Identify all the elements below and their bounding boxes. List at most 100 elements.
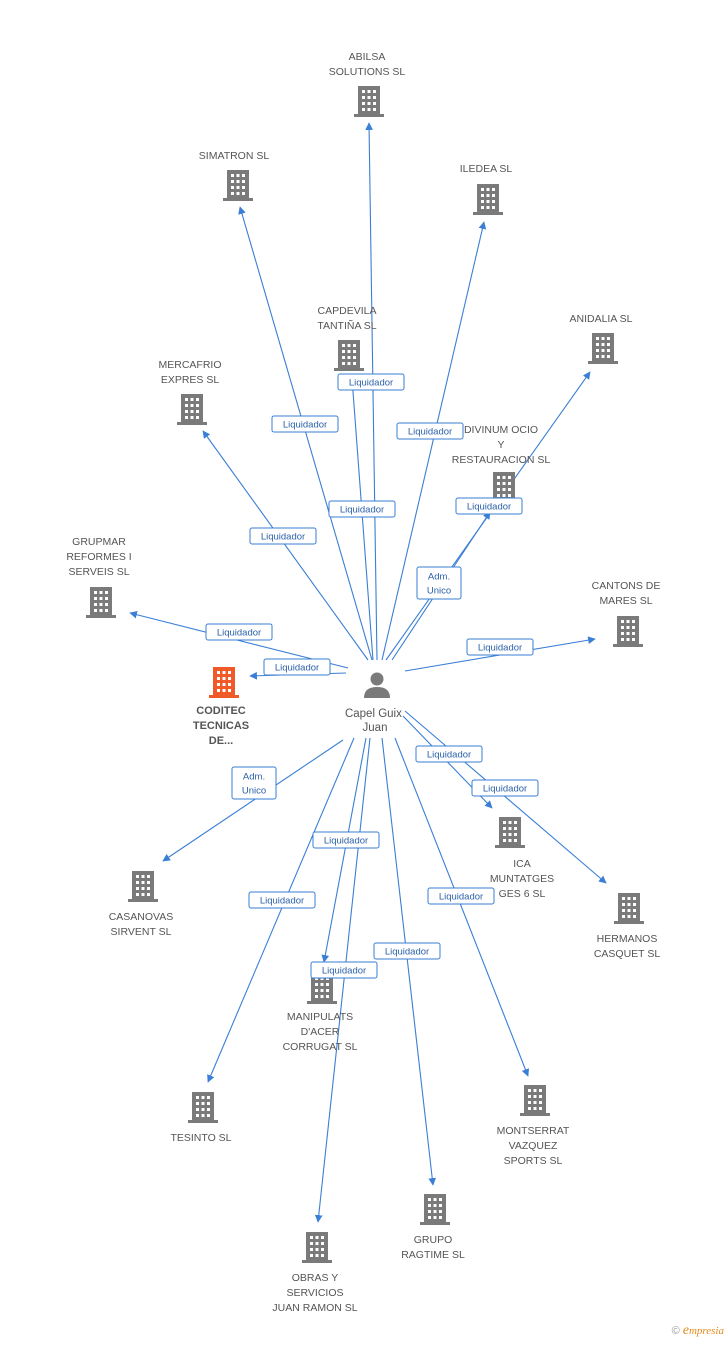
relation-badge-ica[interactable]: Liquidador <box>415 745 483 763</box>
relation-badge-hermanos[interactable]: Liquidador <box>471 779 539 797</box>
relation-label: Liquidador <box>483 784 527 795</box>
edge-mercafrio <box>202 430 369 661</box>
relation-label: Adm.Unico <box>427 572 451 597</box>
relation-badge-casanovas[interactable]: Adm.Unico <box>231 766 277 800</box>
building-icon <box>420 1194 450 1225</box>
footer-brand: © empresia <box>672 1323 724 1339</box>
relation-badge-ragtime[interactable]: Liquidador <box>373 942 441 960</box>
edge-capdevila <box>348 377 374 661</box>
relation-label: Liquidador <box>439 892 483 903</box>
building-icon <box>223 170 253 201</box>
relation-label: Liquidador <box>261 532 305 543</box>
relation-badge-capdevila[interactable]: Liquidador <box>328 500 396 518</box>
building-icon <box>588 333 618 364</box>
relation-badge-abilsa[interactable]: Liquidador <box>337 373 405 391</box>
relation-badge-coditec[interactable]: Liquidador <box>263 658 331 676</box>
building-icon <box>209 667 239 698</box>
person-icon <box>364 672 390 698</box>
relation-badge-iledea[interactable]: Liquidador <box>396 422 464 440</box>
relation-label: Liquidador <box>467 502 511 513</box>
relation-label: Liquidador <box>478 643 522 654</box>
relation-badge-mercafrio[interactable]: Liquidador <box>249 527 317 545</box>
edge-abilsa <box>365 122 378 661</box>
company-name: ILEDEA SL <box>460 163 513 175</box>
building-icon <box>86 587 116 618</box>
edge-iledea <box>381 221 487 661</box>
relation-label: Liquidador <box>275 663 319 674</box>
building-icon <box>128 871 158 902</box>
company-name: TESINTO SL <box>170 1132 231 1144</box>
relation-badge-anidalia[interactable]: Liquidador <box>455 497 523 515</box>
building-icon <box>188 1092 218 1123</box>
person-node[interactable]: Capel Guix Juan <box>345 672 405 735</box>
relation-badge-montserrat[interactable]: Liquidador <box>427 887 495 905</box>
company-node-anidalia[interactable]: ANIDALIA SL <box>569 313 633 364</box>
building-icon <box>354 86 384 117</box>
relation-label: Liquidador <box>260 896 304 907</box>
relation-label: Liquidador <box>349 378 393 389</box>
relation-label: Liquidador <box>385 947 429 958</box>
empresia-logo: empresia <box>682 1323 724 1338</box>
building-icon <box>520 1085 550 1116</box>
edge-hermanos <box>404 710 607 884</box>
building-icon <box>613 616 643 647</box>
building-icon <box>177 394 207 425</box>
relation-badge-cantons[interactable]: Liquidador <box>466 638 534 656</box>
edge-ragtime <box>381 737 437 1186</box>
relation-label: Liquidador <box>340 505 384 516</box>
relation-label: Adm.Unico <box>242 772 266 797</box>
building-icon <box>614 893 644 924</box>
relation-badge-manipulats[interactable]: Liquidador <box>312 831 380 849</box>
building-icon <box>334 340 364 371</box>
company-name: ANIDALIA SL <box>569 313 632 325</box>
building-icon <box>473 184 503 215</box>
relation-label: Liquidador <box>322 966 366 977</box>
edge-obras <box>314 737 371 1223</box>
company-node-simatron[interactable]: SIMATRON SL <box>199 150 270 201</box>
relation-label: Liquidador <box>324 836 368 847</box>
relation-label: Liquidador <box>217 628 261 639</box>
edge-tesinto <box>207 737 355 1083</box>
relation-badge-grupmar[interactable]: Liquidador <box>205 623 273 641</box>
relation-label: Liquidador <box>427 750 471 761</box>
company-node-iledea[interactable]: ILEDEA SL <box>460 163 513 215</box>
relation-badge-obras[interactable]: Liquidador <box>310 961 378 979</box>
relation-badge-divinum[interactable]: Adm.Unico <box>416 566 462 600</box>
relation-label: Liquidador <box>283 420 327 431</box>
person-name: Capel Guix Juan <box>345 708 405 734</box>
building-icon <box>302 1232 332 1263</box>
company-node-tesinto[interactable]: TESINTO SL <box>170 1092 232 1144</box>
relation-badge-simatron[interactable]: Liquidador <box>271 415 339 433</box>
company-name: SIMATRON SL <box>199 150 270 162</box>
copyright-icon: © <box>671 1325 680 1337</box>
relation-badge-tesinto[interactable]: Liquidador <box>248 891 316 909</box>
